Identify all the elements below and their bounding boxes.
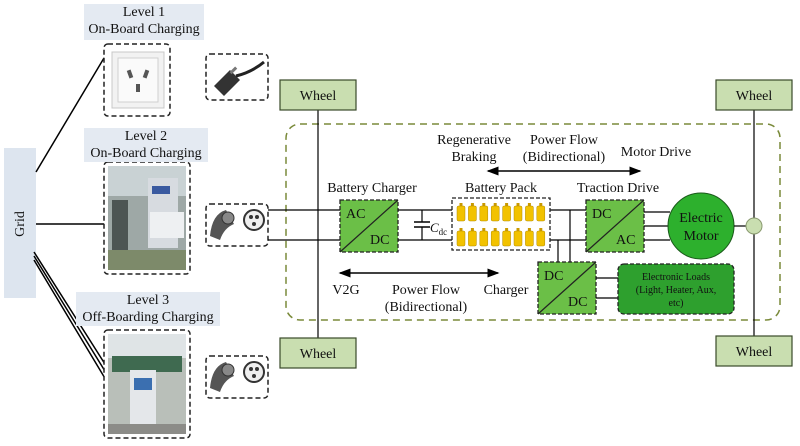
battery-cell-terminal: [516, 203, 520, 206]
differential-hub: [745, 217, 763, 235]
top-flow-left-line2: Braking: [451, 150, 496, 165]
bottom-flow-center-line1: Power Flow: [392, 283, 461, 298]
bottom-flow-right-label: Charger: [484, 283, 529, 298]
battery-cell: [525, 205, 534, 222]
electronic-loads-box: [617, 263, 735, 315]
electronic-loads-line3: etc): [669, 298, 684, 309]
grid-bar: [4, 148, 36, 298]
battery-cell-terminal: [505, 203, 509, 206]
traction-drive-top-label: DC: [592, 207, 611, 222]
battery-charger-top-label: AC: [346, 207, 365, 222]
battery-cell: [502, 205, 511, 222]
level1-title: Level 1: [122, 5, 166, 20]
capacitor-label: Cdc: [430, 220, 447, 237]
top-flow-right-label: Motor Drive: [621, 145, 691, 160]
level2-subtitle: On-Board Charging: [90, 146, 202, 161]
battery-charger-bottom-label: DC: [370, 233, 389, 248]
level3-title: Level 3: [126, 293, 170, 308]
level3-connector-image: [205, 355, 269, 399]
top-flow-left-line1: Regenerative: [437, 133, 511, 148]
battery-pack-title: Battery Pack: [465, 181, 537, 196]
battery-cell-terminal: [516, 228, 520, 231]
top-flow-center-line2: (Bidirectional): [523, 150, 606, 165]
wheel-bottom-left: [279, 337, 357, 369]
aux-dcdc-top-label: DC: [544, 269, 563, 284]
battery-cell: [479, 230, 489, 247]
battery-cell: [513, 230, 523, 247]
wheel-bottom-right-label: Wheel: [736, 345, 773, 360]
battery-cell: [490, 230, 500, 247]
battery-cell-terminal: [493, 203, 497, 206]
wheel-bottom-left-label: Wheel: [300, 347, 337, 362]
level3-label: Level 3 Off-Boarding Charging: [76, 292, 220, 326]
grid-to-level3-cable: [33, 251, 111, 381]
battery-cells: [456, 203, 546, 247]
battery-cell-terminal: [482, 228, 486, 231]
battery-cell: [502, 230, 511, 247]
battery-pack: [451, 197, 551, 251]
battery-cell-terminal: [459, 203, 463, 206]
dc-link-capacitor: [414, 210, 430, 240]
battery-cell-terminal: [470, 228, 474, 231]
battery-cell: [513, 205, 523, 222]
battery-charger-converter: [339, 199, 399, 253]
battery-cell-terminal: [493, 228, 497, 231]
battery-cell: [490, 205, 500, 222]
level2-connector-image: [205, 203, 269, 247]
battery-cell: [525, 230, 534, 247]
wheel-top-right: [715, 79, 793, 111]
battery-cell-terminal: [539, 228, 543, 231]
battery-cell: [536, 230, 546, 247]
battery-cell: [536, 205, 546, 222]
aux-dcdc-converter: [537, 261, 597, 315]
level1-plug-image: [205, 53, 269, 101]
grid-to-level1-line: [35, 57, 105, 173]
battery-charger-title: Battery Charger: [327, 181, 417, 196]
bottom-flow-center-line2: (Bidirectional): [385, 300, 468, 315]
electric-motor-line1: Electric: [679, 211, 723, 226]
traction-drive-bottom-label: AC: [616, 233, 635, 248]
level2-title: Level 2: [124, 129, 168, 144]
electronic-loads-line1: Electronic Loads: [642, 272, 710, 283]
aux-dcdc-bottom-label: DC: [568, 295, 587, 310]
wheel-top-left: [279, 79, 357, 111]
battery-cell-terminal: [482, 203, 486, 206]
battery-cell: [479, 205, 489, 222]
level3-charger-photo: [103, 329, 191, 439]
wheel-top-left-label: Wheel: [300, 89, 337, 104]
electronic-loads-line2: (Light, Heater, Aux,: [636, 285, 716, 296]
level2-label: Level 2 On-Board Charging: [84, 128, 208, 162]
battery-cell: [468, 205, 477, 222]
electric-motor-line2: Motor: [684, 229, 719, 244]
level1-label: Level 1 On-Board Charging: [84, 4, 204, 40]
battery-cell-terminal: [505, 228, 509, 231]
electric-motor: [667, 192, 735, 260]
level1-socket-image: [103, 43, 171, 117]
top-flow-center-line1: Power Flow: [530, 133, 599, 148]
bottom-flow-left-label: V2G: [332, 283, 359, 298]
wheel-bottom-right: [715, 335, 793, 367]
battery-cell-terminal: [527, 203, 531, 206]
traction-drive-title: Traction Drive: [577, 181, 659, 196]
battery-cell-terminal: [459, 228, 463, 231]
battery-cell-terminal: [527, 228, 531, 231]
battery-cell-terminal: [539, 203, 543, 206]
grid-label: Grid: [13, 211, 28, 237]
level1-subtitle: On-Board Charging: [88, 22, 200, 37]
battery-cell: [456, 205, 466, 222]
battery-cell: [456, 230, 466, 247]
traction-drive-converter: [585, 199, 645, 253]
battery-cell-terminal: [470, 203, 474, 206]
level3-subtitle: Off-Boarding Charging: [82, 310, 214, 325]
wheel-top-right-label: Wheel: [736, 89, 773, 104]
level2-charger-photo: [103, 161, 191, 275]
vehicle-boundary: [285, 123, 781, 321]
battery-cell: [468, 230, 477, 247]
